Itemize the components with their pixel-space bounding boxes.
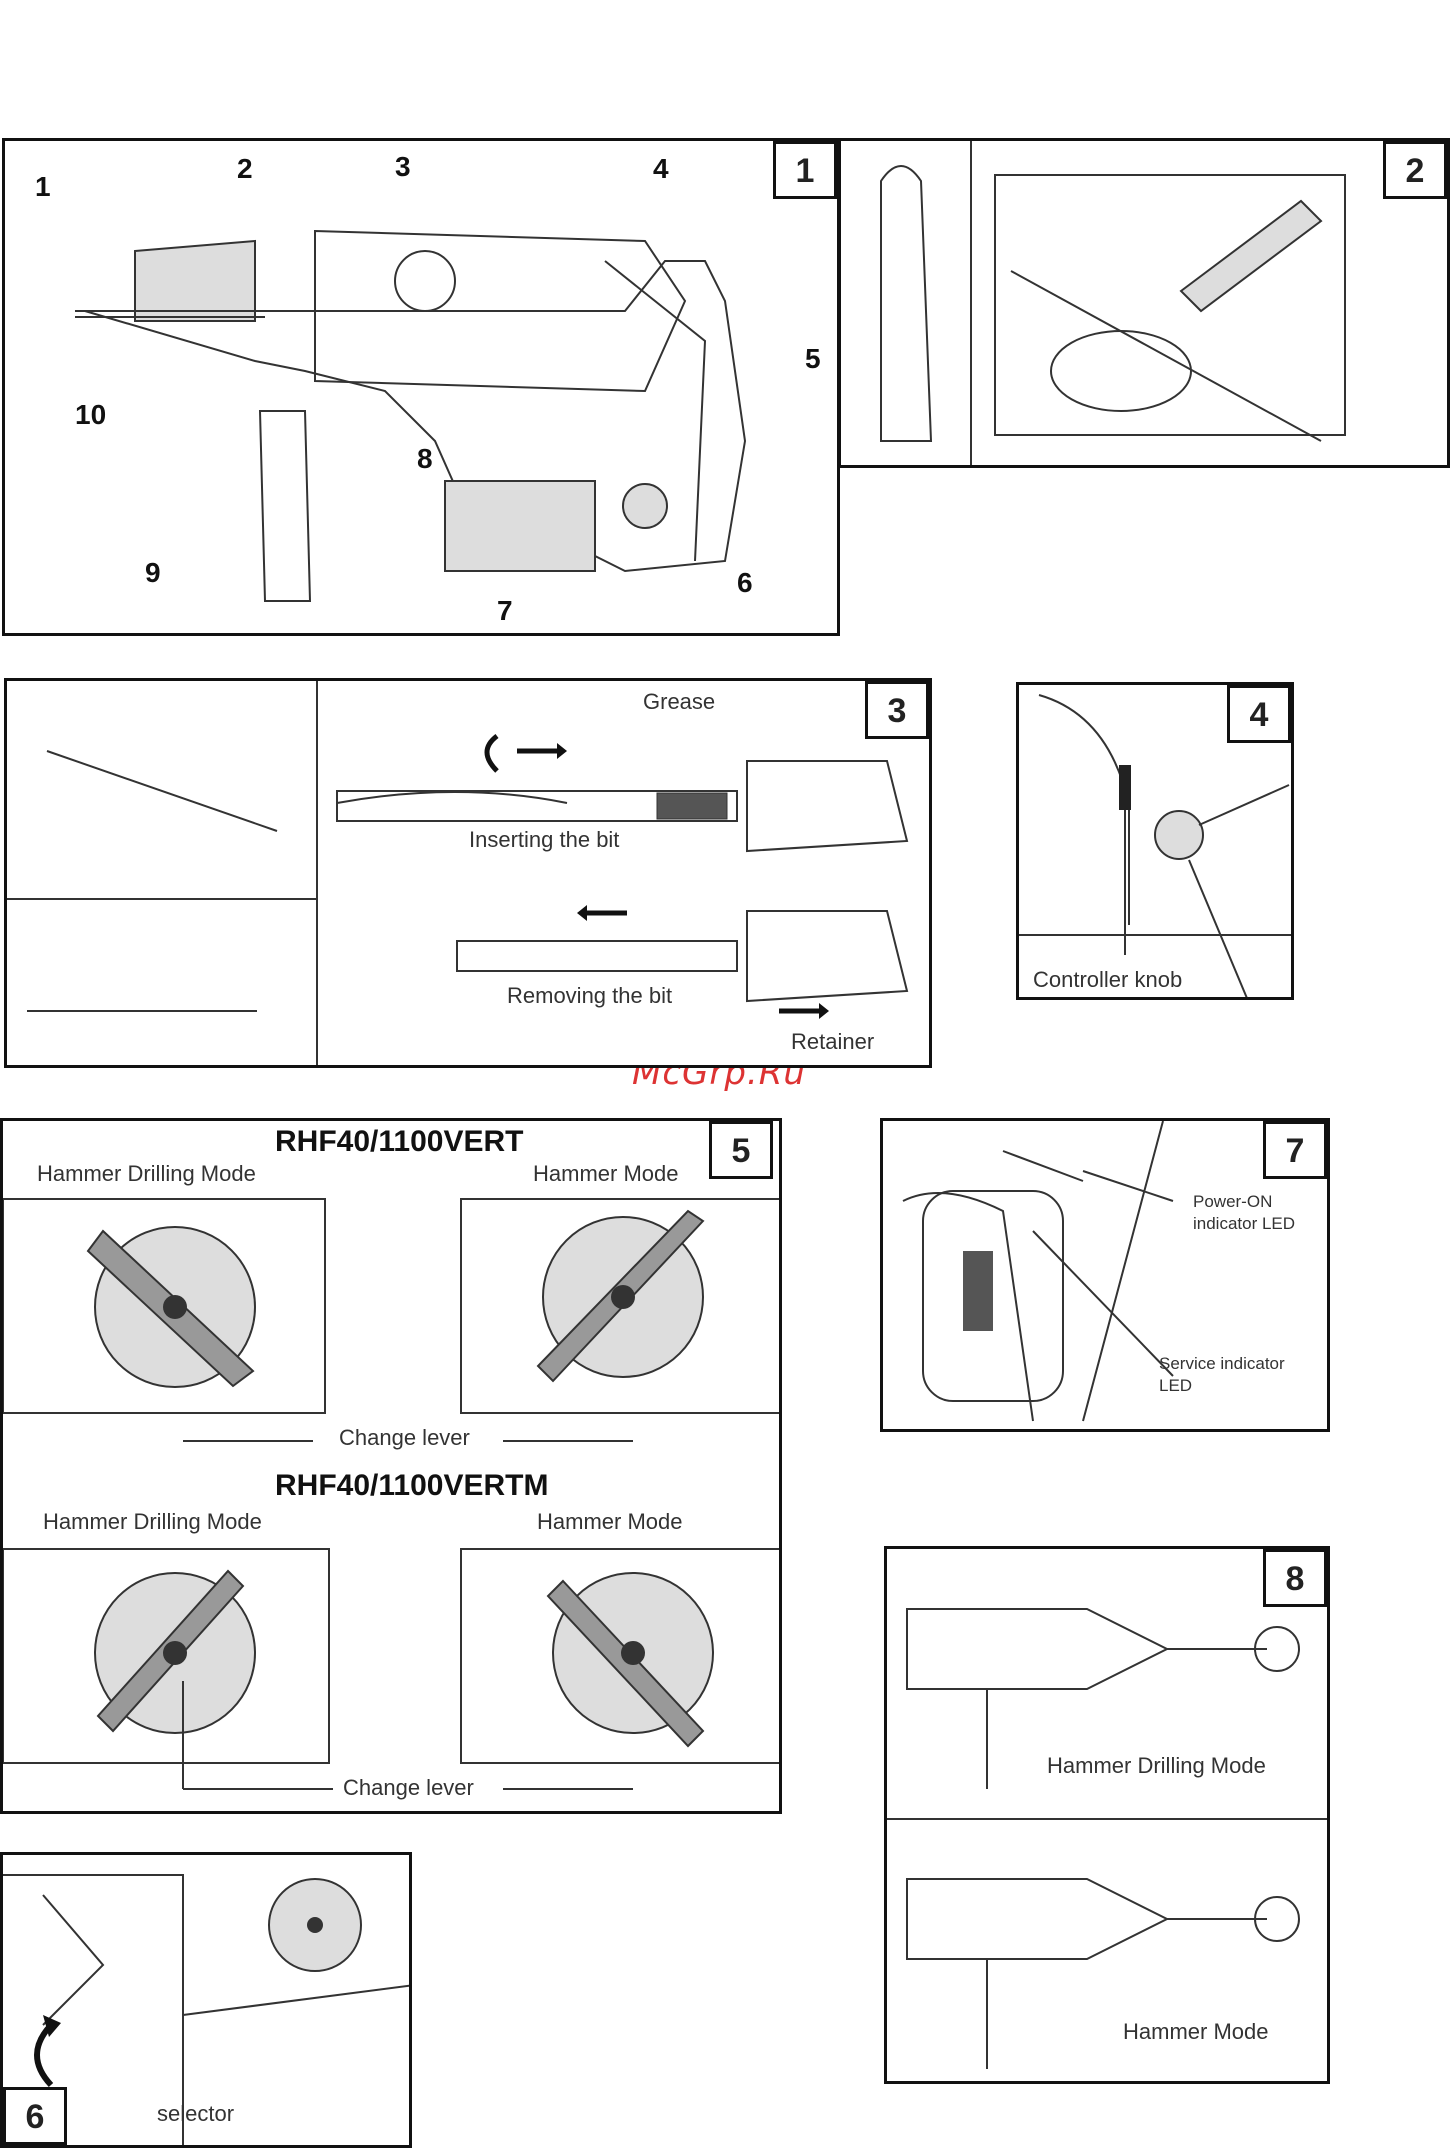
callout-5: 5 <box>805 343 821 374</box>
callout-9: 9 <box>145 557 161 588</box>
hammer-drilling-mode-b: Hammer Drilling Mode <box>43 1509 262 1534</box>
hammer-mode-label: Hammer Mode <box>1123 2019 1269 2044</box>
figure-number: 4 <box>1227 685 1291 743</box>
selector-illustration <box>3 1874 409 2145</box>
callout-6: 6 <box>737 567 753 598</box>
hammer-drilling-mode-a: Hammer Drilling Mode <box>37 1161 256 1186</box>
callout-7: 7 <box>497 595 513 626</box>
working-illustration <box>887 1608 1327 2069</box>
inserting-bit-label: Inserting the bit <box>469 827 620 852</box>
hammer-mode-a: Hammer Mode <box>533 1161 679 1186</box>
figure-number: 3 <box>865 681 929 739</box>
model-a-title: RHF40/1100VERT <box>275 1125 524 1158</box>
hammer-mode-b: Hammer Mode <box>537 1509 683 1534</box>
figure-6: 6 selector <box>0 1852 412 2148</box>
figure-1: 1 1 2 3 4 5 6 7 8 9 10 <box>2 138 840 636</box>
retainer-label: Retainer <box>791 1029 875 1054</box>
controller-knob-label: Controller knob <box>1033 967 1183 992</box>
controller-illustration <box>1019 694 1291 997</box>
callout-1: 1 <box>35 171 51 202</box>
model-b-title: RHF40/1100VERTM <box>275 1469 549 1502</box>
selector-label: selector <box>157 2101 235 2126</box>
figure-4: 4 Controller knob <box>1016 682 1294 1000</box>
figure-number: 2 <box>1383 141 1447 199</box>
callout-4: 4 <box>653 153 669 184</box>
figure-number: 7 <box>1263 1121 1327 1179</box>
grease-label: Grease <box>643 689 716 714</box>
service-led-label: Service indicator LED <box>1159 1354 1285 1395</box>
led-illustration <box>902 1121 1174 1422</box>
figure-number: 8 <box>1263 1549 1327 1607</box>
power-on-led-label: Power-ON indicator LED <box>1193 1192 1296 1233</box>
figure-number: 5 <box>709 1121 773 1179</box>
handle-illustration <box>880 141 1346 465</box>
figure-2: 2 <box>838 138 1450 468</box>
figure-number: 1 <box>773 141 837 199</box>
callout-2: 2 <box>237 153 253 184</box>
figure-3: 3 Grease Inserting the bit Removing the … <box>4 678 932 1068</box>
callout-8: 8 <box>417 443 433 474</box>
removing-bit-label: Removing the bit <box>507 983 673 1008</box>
callout-3: 3 <box>395 151 411 182</box>
mode-illustration <box>3 1198 779 1790</box>
figure-5: 5 RHF40/1100VERT Hammer Drilling Mode Ha… <box>0 1118 782 1814</box>
figure-7: 7 Power-ON indicator LED Service indicat… <box>880 1118 1330 1432</box>
bit-illustration <box>7 681 909 1065</box>
drill-illustration <box>75 229 747 602</box>
change-lever-a: Change lever <box>339 1425 470 1450</box>
figure-8: 8 Hammer Drilling Mode Hammer Mode <box>884 1546 1330 2084</box>
change-lever-b: Change lever <box>343 1775 474 1800</box>
figure-number: 6 <box>3 2087 67 2145</box>
callout-10: 10 <box>75 399 107 430</box>
hammer-drilling-mode-label: Hammer Drilling Mode <box>1047 1753 1266 1778</box>
